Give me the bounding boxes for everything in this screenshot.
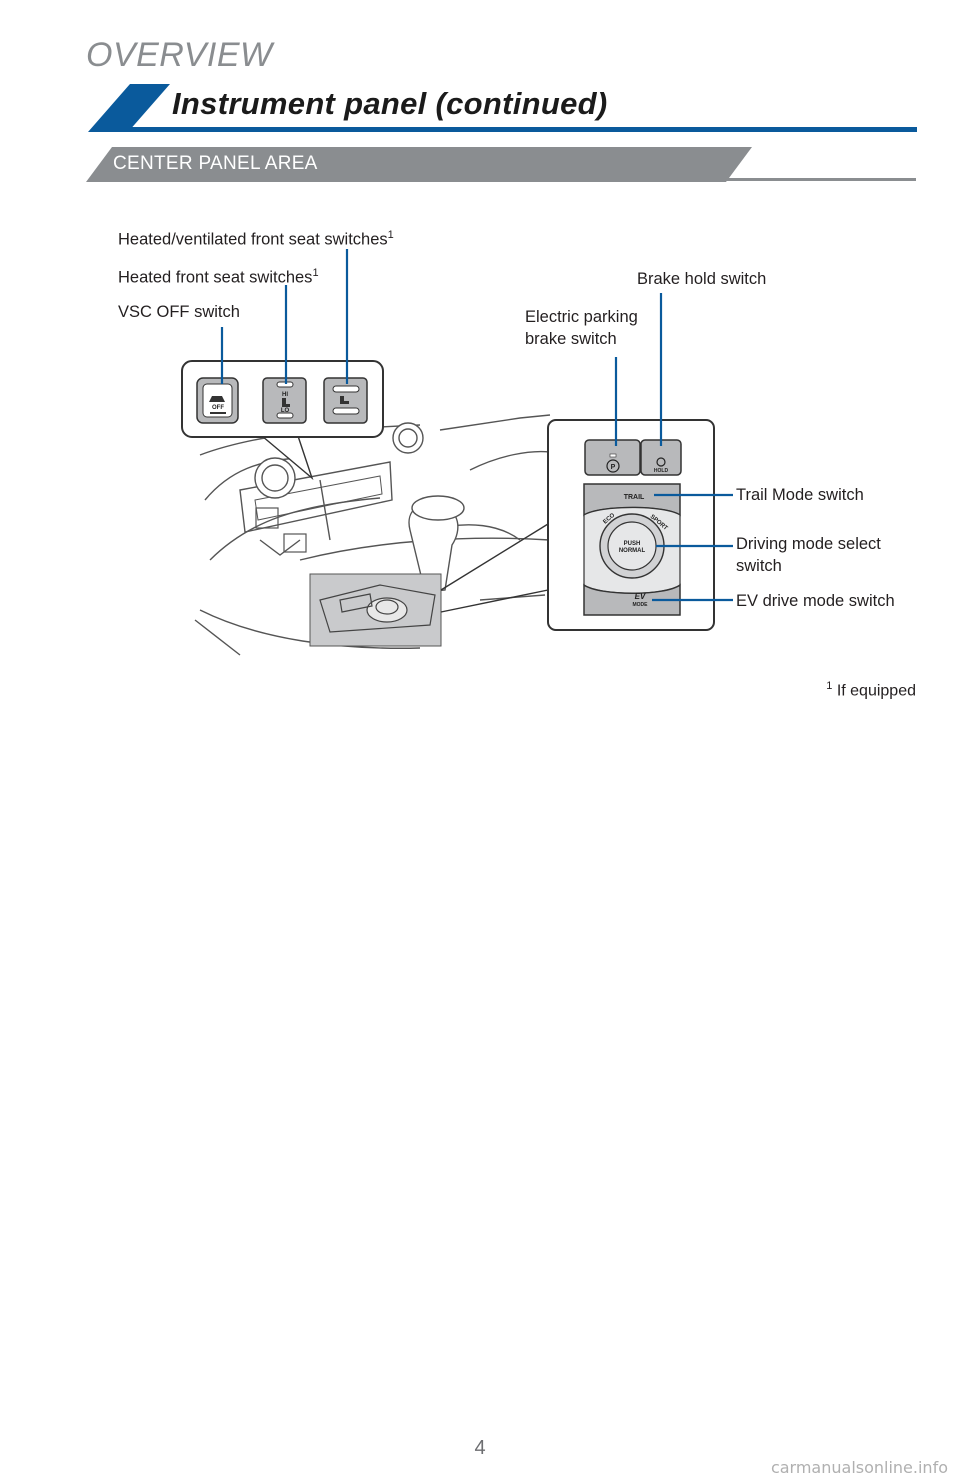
left-knob [254,457,296,499]
ventilated-seat-switch-shape [323,377,368,424]
subsection-title: CENTER PANEL AREA [113,153,318,174]
subsection-band [86,147,752,182]
normal-text: NORMAL [619,548,646,554]
title-banner [86,84,917,182]
p-text: P [611,464,616,471]
vsc-off-switch-shape [196,377,239,424]
mode-switch-sketch [319,584,436,633]
callout-epb: Electric parking brake switch [525,308,638,348]
callout-heated-ventilated: Heated/ventilated front seat switches1 [118,229,394,249]
hold-text: HOLD [654,468,669,474]
push-text: PUSH [624,541,641,547]
ev-text: EV [635,592,646,601]
page-number: 4 [474,1437,486,1459]
mode-text: MODE [633,602,649,608]
shift-knob [408,495,465,593]
lo-text: LO [281,408,290,414]
title-accent-block [88,84,170,132]
center-panel-illustration: OFF HI LO P HOLD TRAIL ECO SPORT PUSH NO… [181,249,733,656]
callout-brake-hold: Brake hold switch [637,270,767,288]
vsc-off-text: OFF [212,405,224,411]
title-underline [128,127,917,132]
callout-drive-mode: Driving mode select switch [736,535,881,575]
small-switch-block [255,507,279,529]
hi-text: HI [282,392,288,398]
right-knob [392,422,424,454]
mode-dial-shape [583,483,681,616]
usb-port [283,533,307,553]
subsection-underline [726,178,916,181]
callout-trail-mode: Trail Mode switch [736,486,864,504]
section-label: OVERVIEW [86,36,273,74]
callout-vsc-off: VSC OFF switch [118,303,240,321]
heated-seat-switch-shape [262,377,307,424]
watermark[interactable]: carmanualsonline.info [770,1458,948,1477]
footnote: 1 If equipped [826,680,916,700]
callout-heated-front: Heated front seat switches1 [118,267,319,287]
callout-lines [220,249,733,602]
page-title: Instrument panel (continued) [172,86,608,121]
epb-switch-shape [584,439,641,476]
callout-ev-mode: EV drive mode switch [736,592,895,610]
trail-text: TRAIL [624,494,645,501]
